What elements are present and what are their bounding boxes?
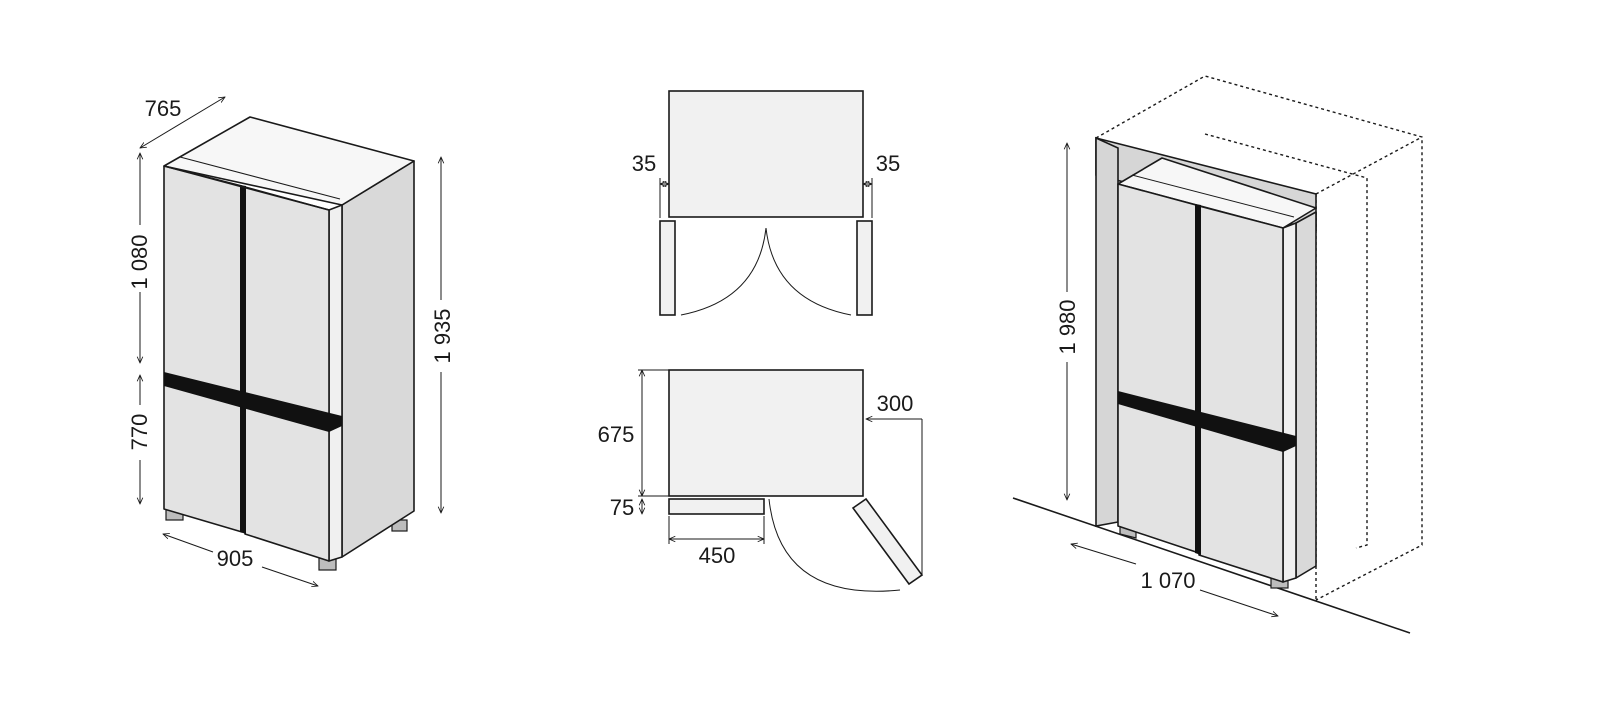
right-door-open: [856, 220, 873, 316]
floor-line: [1012, 497, 1411, 634]
niche-left-wall: [1095, 136, 1119, 527]
top-plan-view: 35 35: [632, 90, 900, 316]
left-door-swing-arc: [680, 227, 767, 316]
fridge-front-edge: [328, 204, 343, 562]
dim-niche-height-1980: 1 980: [1055, 299, 1080, 354]
dim-upper-1080: 1 080: [127, 234, 152, 289]
bottom-plan-view: 675 75 450 300: [598, 369, 924, 592]
right-door-swing-arc: [765, 227, 852, 316]
fridge-side-panel: [341, 160, 415, 558]
dim-door-width-450: 450: [699, 543, 736, 568]
niche-fridge-left-door: [1117, 183, 1197, 553]
niche-fridge-side: [1295, 211, 1317, 579]
left-door-open: [659, 220, 676, 316]
fridge-left-door: [163, 165, 243, 533]
dim-height-1935: 1 935: [430, 308, 455, 363]
niche-fridge-edge: [1282, 222, 1297, 583]
dim-body-depth-675: 675: [598, 422, 635, 447]
dim-depth-765: 765: [145, 96, 182, 121]
fridge-right-door: [244, 186, 330, 562]
dim-width-905: 905: [217, 546, 254, 571]
dim-door-swing-300: 300: [877, 391, 914, 416]
door-open-angled: [851, 497, 924, 586]
fridge-body-plan: [668, 369, 864, 497]
niche-divider-band: [1118, 391, 1296, 452]
door-closed: [668, 498, 765, 515]
right-niche-view: 1 980 1 070: [1012, 75, 1423, 634]
dim-left-clearance-35: 35: [632, 151, 656, 176]
dim-lower-770: 770: [127, 414, 152, 451]
left-fridge-view: 765 1 080 770 905 1 935: [127, 96, 455, 586]
door-swing-arc: [768, 498, 901, 592]
dim-niche-width-1070: 1 070: [1140, 568, 1195, 593]
dim-door-depth-75: 75: [610, 495, 634, 520]
dim-right-clearance-35: 35: [876, 151, 900, 176]
fridge-body-plan: [668, 90, 864, 218]
niche-fridge-right-door: [1198, 205, 1284, 583]
niche-door-gap: [1195, 204, 1201, 555]
freezer-divider-band: [164, 372, 342, 432]
door-gap: [240, 185, 246, 534]
